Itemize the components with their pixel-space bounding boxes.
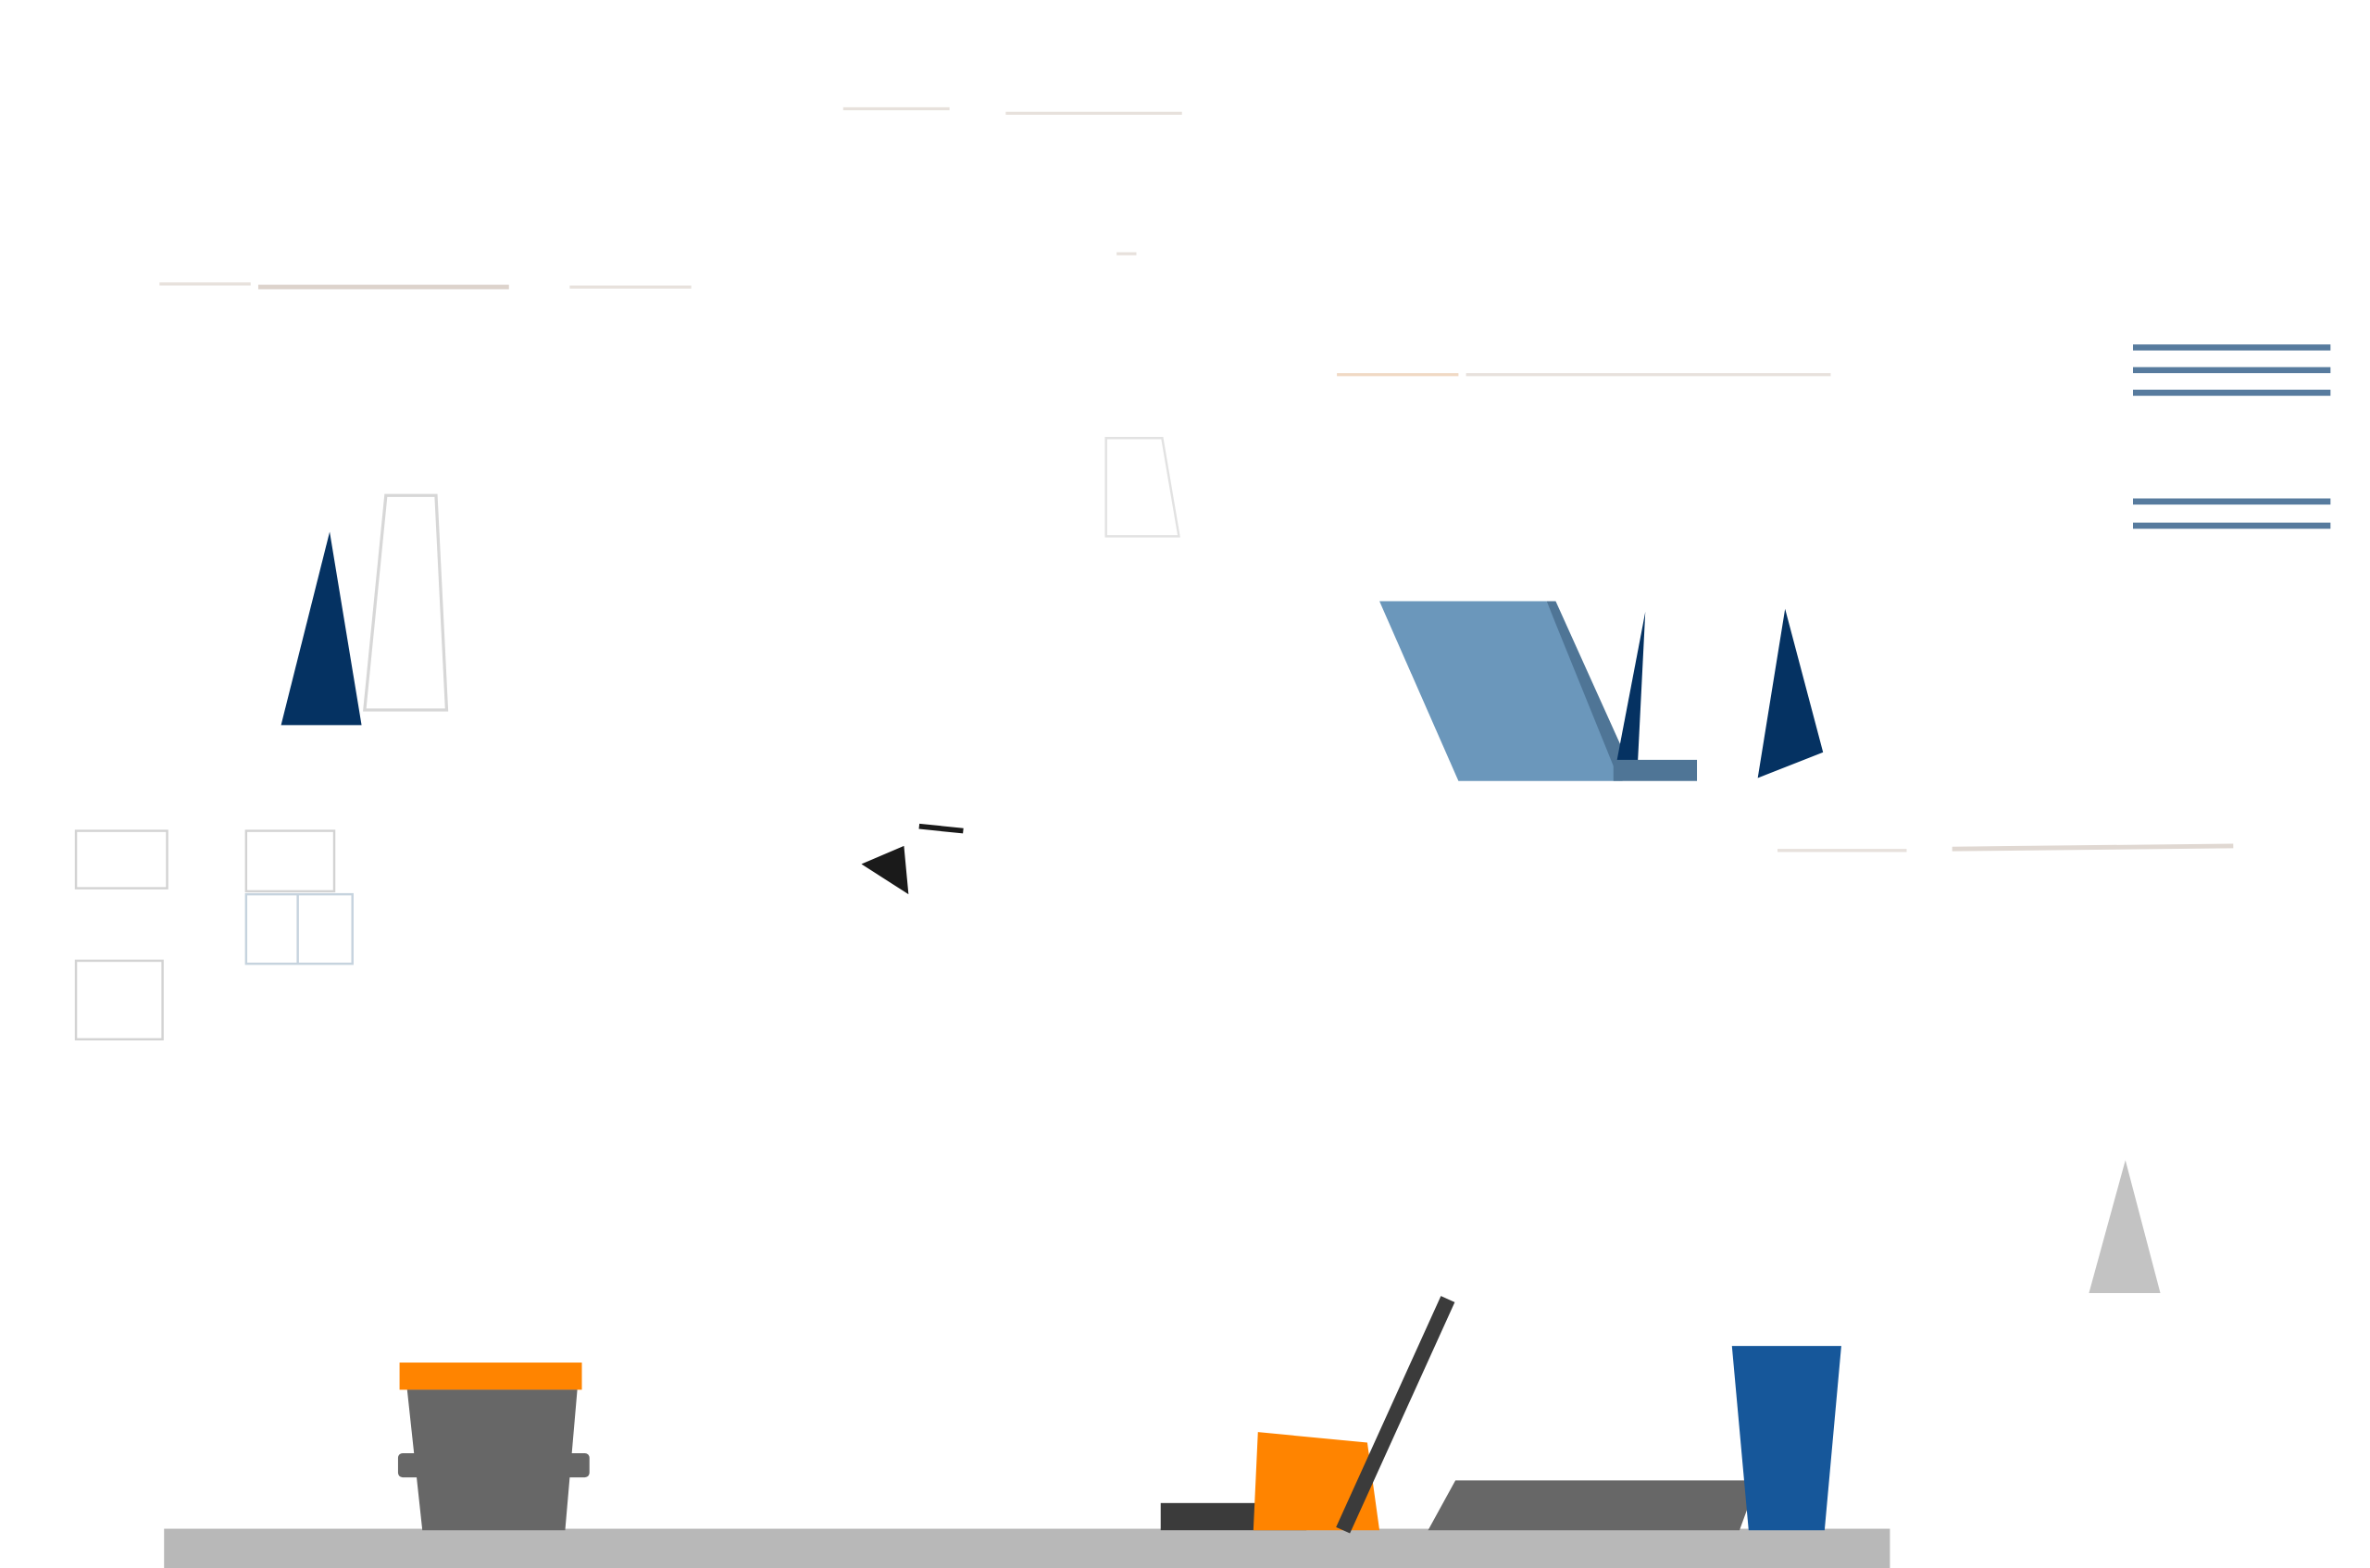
blue-cup <box>1731 1346 1841 1531</box>
broom-handle <box>1336 1296 1455 1534</box>
steel-base <box>1613 759 1698 781</box>
outline-shape-top <box>1104 437 1180 538</box>
grid-outline-icon <box>74 829 354 1041</box>
gray-triangle <box>2089 1160 2161 1293</box>
navy-triangle-right <box>1757 608 1824 778</box>
faint-lines <box>159 106 2234 852</box>
gray-slab <box>1428 1480 1758 1531</box>
hamburger-menu-icon[interactable] <box>2133 344 2331 529</box>
steel-edge <box>1546 601 1629 781</box>
floor-bar <box>164 1528 1890 1568</box>
steel-parallelogram <box>1379 601 1623 781</box>
navy-triangle-left <box>281 531 362 726</box>
outline-trapezoid-left <box>363 493 449 712</box>
bucket <box>397 1363 590 1531</box>
arrow-cursor-icon <box>861 823 964 895</box>
